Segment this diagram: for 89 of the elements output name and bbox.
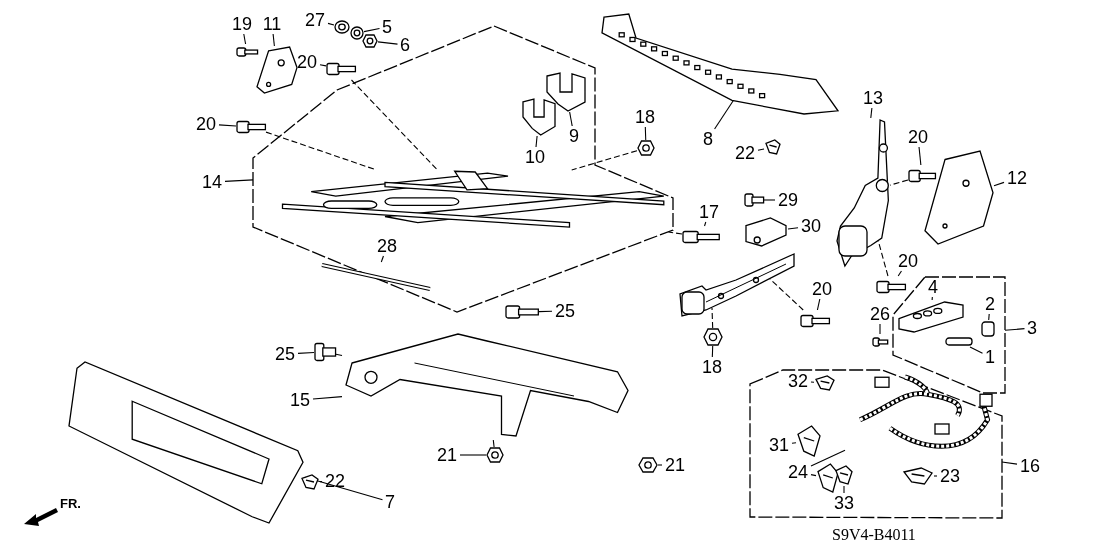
leader-line [243, 33, 247, 45]
leader-line [711, 345, 714, 358]
leader-line [492, 439, 495, 448]
callout-number: 20 [193, 114, 219, 134]
leader-line [1004, 328, 1026, 331]
callout-number: 16 [1017, 456, 1043, 476]
callout-number: 10 [522, 147, 548, 167]
leader-line [810, 449, 846, 467]
leader-line [897, 270, 902, 277]
leader-line [933, 475, 938, 477]
leader-line [791, 442, 797, 444]
callout-number: 20 [905, 127, 931, 147]
callout-number: 26 [867, 304, 893, 324]
leader-line [993, 181, 1005, 187]
leader-line [272, 33, 275, 47]
leader-line [703, 221, 707, 227]
callout-number: 22 [732, 143, 758, 163]
leader-line [644, 126, 647, 141]
callout-number: 5 [379, 17, 395, 37]
leader-line [787, 227, 799, 230]
callout-number: 15 [287, 390, 313, 410]
callout-number: 24 [785, 462, 811, 482]
leader-line [810, 381, 815, 383]
leader-line [918, 146, 922, 166]
callout-number: 32 [785, 371, 811, 391]
leader-line [538, 310, 553, 313]
leader-line [327, 22, 335, 26]
callout-number: 12 [1004, 168, 1030, 188]
callout-number: 20 [895, 251, 921, 271]
leader-line [319, 64, 327, 67]
callout-number: 21 [662, 455, 688, 475]
leader-line [1001, 461, 1018, 465]
callout-number: 8 [700, 129, 716, 149]
leader-line [218, 124, 237, 127]
callout-number: 20 [294, 52, 320, 72]
leader-line [569, 111, 573, 127]
callout-number: 33 [831, 493, 857, 513]
callout-number: 18 [632, 107, 658, 127]
leader-line [224, 179, 254, 182]
leader-line [297, 352, 315, 354]
callout-number: 19 [229, 14, 255, 34]
callout-number: 2 [982, 294, 998, 314]
leader-line [757, 148, 765, 151]
leader-line [816, 298, 821, 311]
leader-line [312, 396, 343, 400]
callout-number: 6 [397, 35, 413, 55]
callout-number: 1 [982, 347, 998, 367]
leader-line [769, 278, 804, 311]
callout-number: 9 [566, 126, 582, 146]
callout-number: 17 [696, 202, 722, 222]
leader-line [711, 307, 714, 329]
diagram-code: S9V4-B4011 [832, 526, 916, 544]
leader-line [931, 296, 933, 301]
callout-number: 30 [798, 216, 824, 236]
callout-number: 11 [259, 14, 285, 34]
callout-number: 18 [699, 357, 725, 377]
leader-line [459, 454, 487, 456]
callout-number: 7 [382, 492, 398, 512]
leader-line [350, 79, 438, 171]
leader-line [988, 313, 990, 321]
callout-number: 23 [937, 466, 963, 486]
leader-line [657, 464, 663, 466]
callout-number: 21 [434, 445, 460, 465]
callout-number: 14 [199, 172, 225, 192]
leader-line [363, 27, 381, 33]
leader-line [535, 135, 538, 148]
callout-number: 22 [322, 471, 348, 491]
callout-number: 4 [925, 277, 941, 297]
callout-number: 27 [302, 10, 328, 30]
leader-line [571, 150, 638, 171]
callout-number: 20 [809, 279, 835, 299]
callout-number: 25 [272, 344, 298, 364]
leader-line [889, 179, 909, 186]
leader-line [380, 255, 384, 263]
leader-line [763, 199, 776, 201]
callout-number: 31 [766, 435, 792, 455]
callout-number: 3 [1024, 318, 1040, 338]
callout-number: 28 [374, 236, 400, 256]
leader-line [335, 353, 343, 356]
direction-label: FR. [60, 496, 81, 511]
leader-line [667, 231, 683, 235]
callout-number: 13 [860, 88, 886, 108]
leader-line [870, 107, 873, 119]
leader-line [879, 323, 881, 335]
leader-line [810, 474, 817, 477]
leader-line [843, 485, 845, 494]
callout-number: 25 [552, 301, 578, 321]
leader-line [377, 41, 399, 45]
callout-number: 29 [775, 190, 801, 210]
